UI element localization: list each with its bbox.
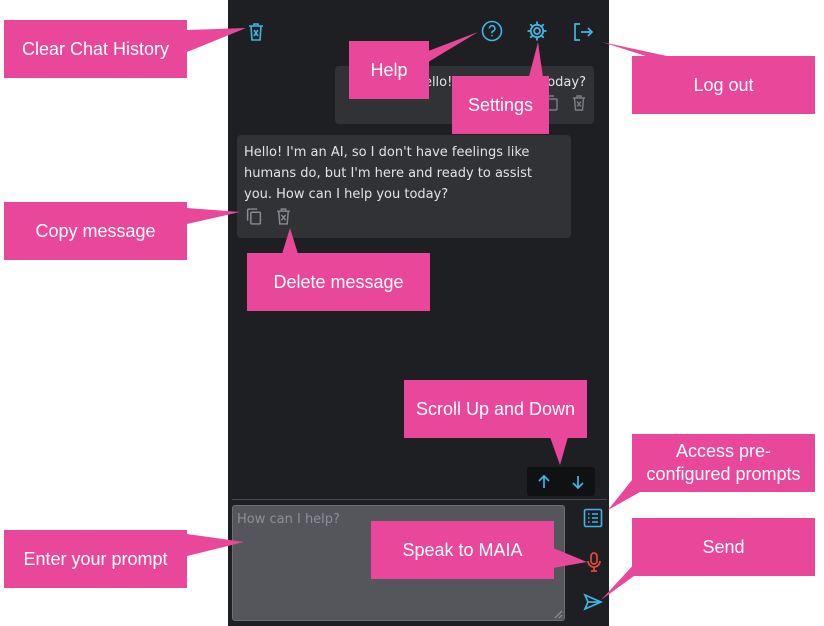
ai-message-tools	[244, 208, 564, 225]
annotation-copy: Copy message	[4, 202, 187, 260]
copy-icon[interactable]	[246, 208, 262, 225]
arrow-down-icon[interactable]	[570, 474, 586, 490]
annotation-help: Help	[349, 41, 429, 99]
help-button[interactable]	[479, 18, 505, 44]
annotation-enter-prompt: Enter your prompt	[4, 530, 187, 588]
send-icon	[583, 593, 603, 611]
arrow-up-icon[interactable]	[536, 474, 552, 490]
resize-grip-icon[interactable]	[553, 609, 563, 619]
annotation-delete: Delete message	[247, 253, 430, 311]
settings-button[interactable]	[524, 18, 550, 44]
help-icon	[481, 20, 503, 42]
prompt-list-icon	[583, 508, 603, 528]
annotation-settings: Settings	[452, 76, 549, 134]
mic-button[interactable]	[583, 550, 605, 574]
send-button[interactable]	[581, 590, 605, 614]
clear-history-button[interactable]	[244, 19, 268, 45]
delete-icon[interactable]	[572, 95, 586, 111]
annotation-send: Send	[632, 518, 815, 576]
clear-history-icon	[249, 23, 263, 41]
ai-message-text: Hello! I'm an AI, so I don't have feelin…	[244, 145, 532, 202]
delete-icon[interactable]	[276, 208, 291, 225]
annotation-speak: Speak to MAIA	[371, 521, 554, 579]
scroll-controls	[527, 467, 595, 496]
annotation-prompts: Access pre-configured prompts	[632, 434, 815, 492]
microphone-icon	[587, 552, 601, 572]
prompts-button[interactable]	[581, 506, 605, 530]
annotation-scroll: Scroll Up and Down	[404, 380, 587, 438]
annotation-logout: Log out	[632, 56, 815, 114]
gear-icon	[527, 21, 547, 41]
logout-button[interactable]	[570, 19, 596, 45]
annotation-clear-history: Clear Chat History	[4, 20, 187, 78]
ai-message-bubble: Hello! I'm an AI, so I don't have feelin…	[237, 135, 571, 238]
input-divider	[232, 499, 607, 500]
logout-icon	[574, 23, 594, 41]
